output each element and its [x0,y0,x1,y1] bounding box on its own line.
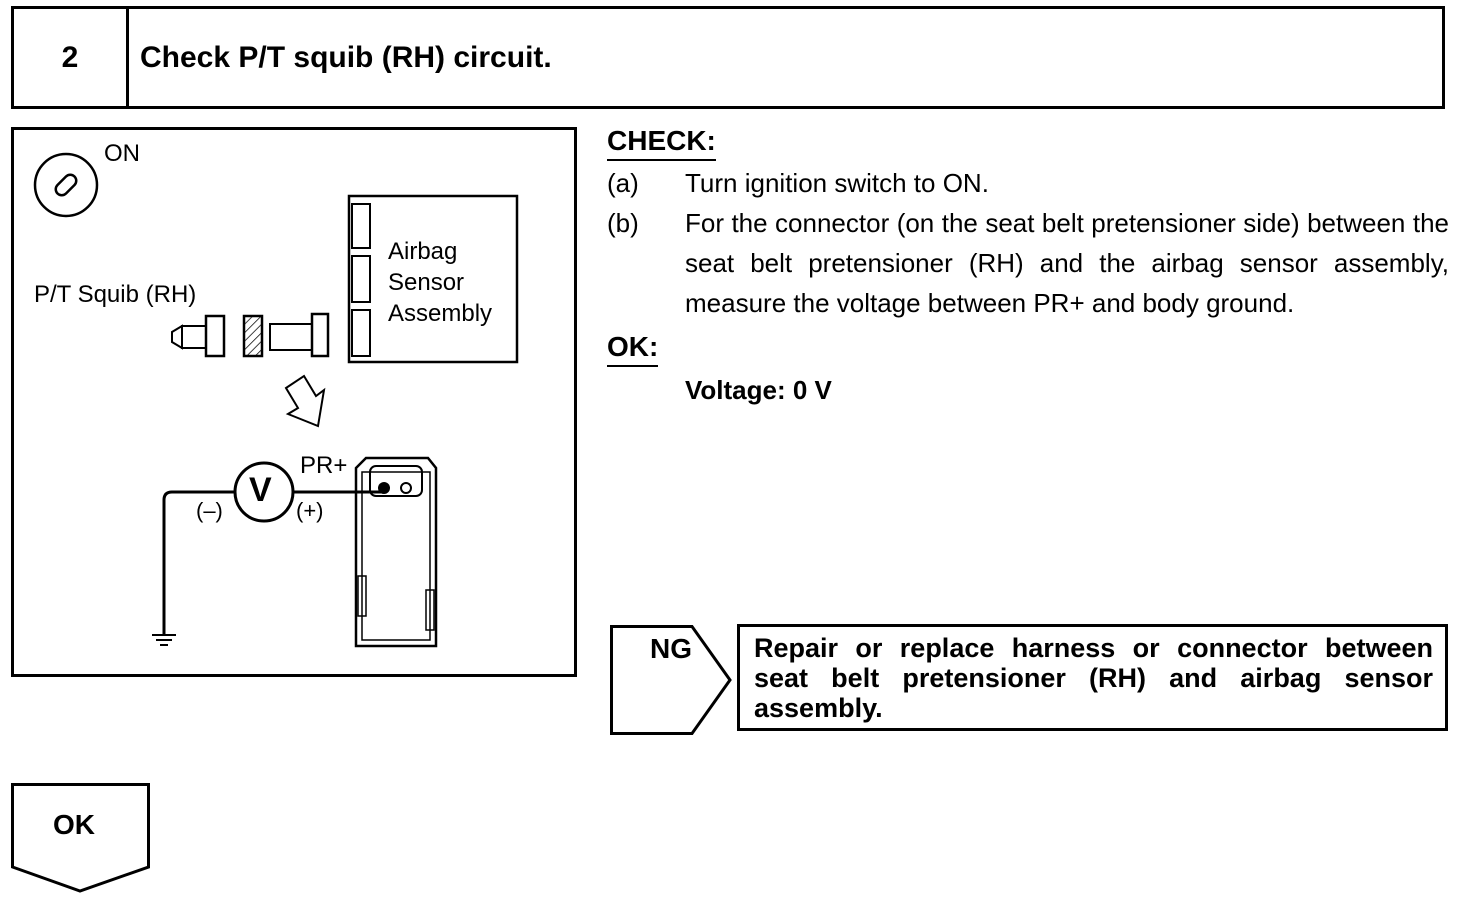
ng-action-box: Repair or replace harness or connector b… [737,624,1448,731]
squib-connector [171,314,226,358]
ng-branch-arrow: NG [610,625,732,735]
sensor-label-line1: Airbag [388,238,458,265]
ok-spec-value: Voltage: 0 V [685,375,832,405]
ignition-on-label: ON [104,140,140,167]
circuit-illustration: ON P/T Squib (RH) Airbag Sensor Assembly… [11,127,577,677]
ground-icon [152,634,176,646]
negative-lead [162,490,235,635]
check-heading: CHECK: [607,125,716,161]
voltmeter-symbol: V [249,471,272,509]
step-number: 2 [14,9,129,106]
ok-heading: OK: [607,331,659,367]
positive-label: (+) [296,498,324,523]
ok-flow-label: OK [53,809,95,840]
ok-branch-arrow: OK [11,783,151,893]
right-arrow-icon [610,625,732,735]
connector-face [354,456,438,648]
sensor-label-line3: Assembly [388,300,493,327]
check-item-text: Turn ignition switch to ON. [685,168,989,198]
ignition-switch-icon [33,152,99,218]
pr-plus-label: PR+ [300,452,348,479]
check-instructions: CHECK: (a) Turn ignition switch to ON. (… [607,125,1449,406]
circuit-diagram [33,152,519,648]
check-item-b: (b) For the connector (on the seat belt … [607,203,1449,323]
step-header: 2 Check P/T squib (RH) circuit. [11,6,1445,109]
pretensioner-side-connector [242,314,264,358]
airbag-sensor-assembly [347,194,519,364]
check-item-text: For the connector (on the seat belt pret… [685,208,1449,318]
check-item-a: (a) Turn ignition switch to ON. [607,163,1449,203]
sensor-label-line2: Sensor [388,269,465,296]
ng-label: NG [650,633,692,664]
check-item-tag: (a) [607,168,639,198]
down-arrow-icon [11,783,150,893]
squib-label: P/T Squib (RH) [34,281,197,308]
check-item-tag: (b) [607,208,639,238]
arrow-down-right-icon [284,374,326,428]
step-title: Check P/T squib (RH) circuit. [140,40,552,74]
negative-label: (–) [196,498,223,523]
sensor-harness-connector [269,312,330,358]
